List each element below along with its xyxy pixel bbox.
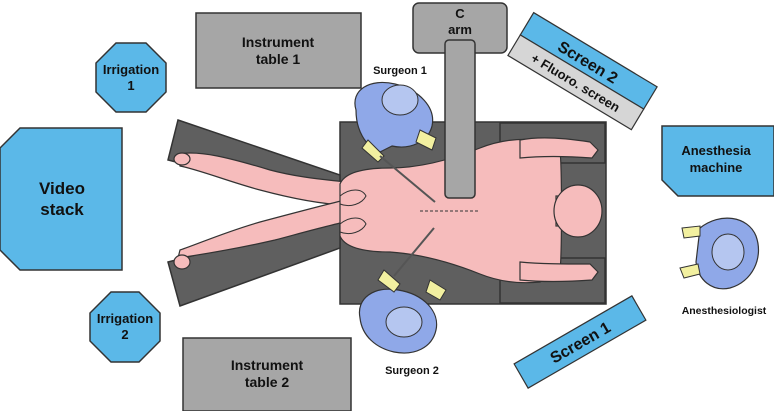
surgeon-2-label: Surgeon 2	[385, 365, 439, 377]
irrigation-2: Irrigation 2	[89, 291, 161, 363]
patient	[173, 137, 603, 284]
instrument-table-2: Instrument table 2	[182, 337, 352, 411]
anesthesia-machine: Anesthesia machine	[661, 125, 774, 197]
surgeon-1-label: Surgeon 1	[373, 65, 427, 77]
video-stack-label-line2: stack	[40, 200, 84, 219]
screen-1: Screen 1	[513, 295, 647, 389]
anesthesia-machine-label-line2: machine	[690, 160, 743, 175]
c-arm-label-line1: C	[455, 6, 465, 21]
screen-2: Screen 2 + Fluoro. screen	[507, 11, 658, 131]
surgeon-2: Surgeon 2	[358, 227, 447, 377]
irrigation-2-label-line2: 2	[121, 327, 128, 342]
video-stack: Video stack	[0, 127, 123, 271]
c-arm: C arm	[412, 2, 508, 199]
instrument-table-1: Instrument table 1	[195, 12, 362, 89]
c-arm-label-line2: arm	[448, 22, 472, 37]
instrument-table-1-label-line1: Instrument	[242, 34, 315, 50]
instrument-table-1-label-line2: table 1	[256, 51, 301, 67]
anesthesiologist: Anesthesiologist	[679, 217, 767, 317]
anesthesiologist-label: Anesthesiologist	[682, 305, 767, 317]
irrigation-1-label-line1: Irrigation	[103, 62, 159, 77]
video-stack-label-line1: Video	[39, 179, 85, 198]
irrigation-2-label-line1: Irrigation	[97, 311, 153, 326]
instrument-table-2-label-line1: Instrument	[231, 357, 304, 373]
instrument-table-2-label-line2: table 2	[245, 374, 290, 390]
irrigation-1: Irrigation 1	[95, 42, 167, 113]
surgeon-1: Surgeon 1	[354, 65, 437, 203]
irrigation-1-label-line2: 1	[127, 78, 134, 93]
anesthesia-machine-label-line1: Anesthesia	[681, 143, 751, 158]
